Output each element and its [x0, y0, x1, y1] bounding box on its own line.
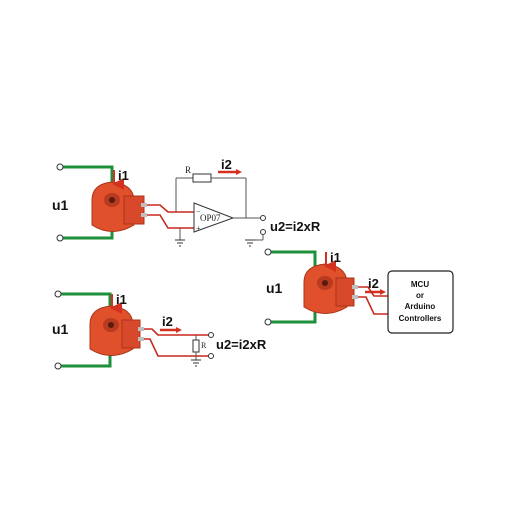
i2-label: i2 [162, 314, 173, 329]
output-terminal [208, 332, 214, 338]
ground-icon [191, 359, 201, 367]
i1-label: i1 [116, 292, 127, 307]
circuit-bottom: i1 u1 i2 R u2=i2xR [52, 290, 267, 370]
secondary-wire [147, 204, 194, 213]
i2-label: i2 [221, 157, 232, 172]
controller-line: MCU [411, 280, 429, 289]
circuit-right: i1 u1 i2 MCU or Arduino Controllers [264, 248, 454, 334]
ground-icon [245, 239, 255, 247]
output-formula: u2=i2xR [270, 219, 321, 234]
input-terminal [56, 234, 64, 242]
input-terminal [54, 290, 62, 298]
resistor-label: R [185, 165, 191, 175]
load-resistor [192, 339, 200, 353]
current-transformer [91, 181, 147, 232]
controller-line: or [416, 291, 424, 300]
input-terminal [264, 248, 272, 256]
u1-label: u1 [266, 280, 283, 296]
i1-label: i1 [330, 250, 341, 265]
svg-text:+: + [196, 224, 201, 233]
secondary-wire [358, 286, 388, 297]
resistor-label: R [201, 341, 207, 350]
input-terminal [264, 318, 272, 326]
u1-label: u1 [52, 321, 69, 337]
primary-wire-top [268, 250, 317, 272]
current-transformer [89, 305, 144, 356]
current-transformer [303, 263, 358, 314]
secondary-wire [147, 214, 194, 229]
output-terminal [208, 353, 214, 359]
output-terminal [260, 215, 266, 221]
controller-line: Controllers [399, 314, 442, 323]
secondary-wire [358, 296, 388, 315]
input-terminal [54, 362, 62, 370]
feedback-resistor [192, 173, 212, 183]
opamp-label: OP07 [200, 213, 221, 223]
i2-label: i2 [368, 276, 379, 291]
svg-text:−: − [196, 207, 201, 216]
output-terminal [260, 229, 266, 235]
output-formula: u2=i2xR [216, 337, 267, 352]
secondary-wire [144, 338, 210, 357]
opamp [193, 202, 235, 233]
controller-line: Arduino [405, 302, 436, 311]
circuit-top: i1 u1 R i2 OP07 − + u2=i2xR [52, 157, 321, 247]
ground-icon [175, 239, 185, 247]
input-terminal [56, 163, 64, 171]
secondary-wire [144, 328, 210, 336]
u1-label: u1 [52, 197, 69, 213]
controller-box [387, 270, 454, 334]
i1-label: i1 [118, 168, 129, 183]
